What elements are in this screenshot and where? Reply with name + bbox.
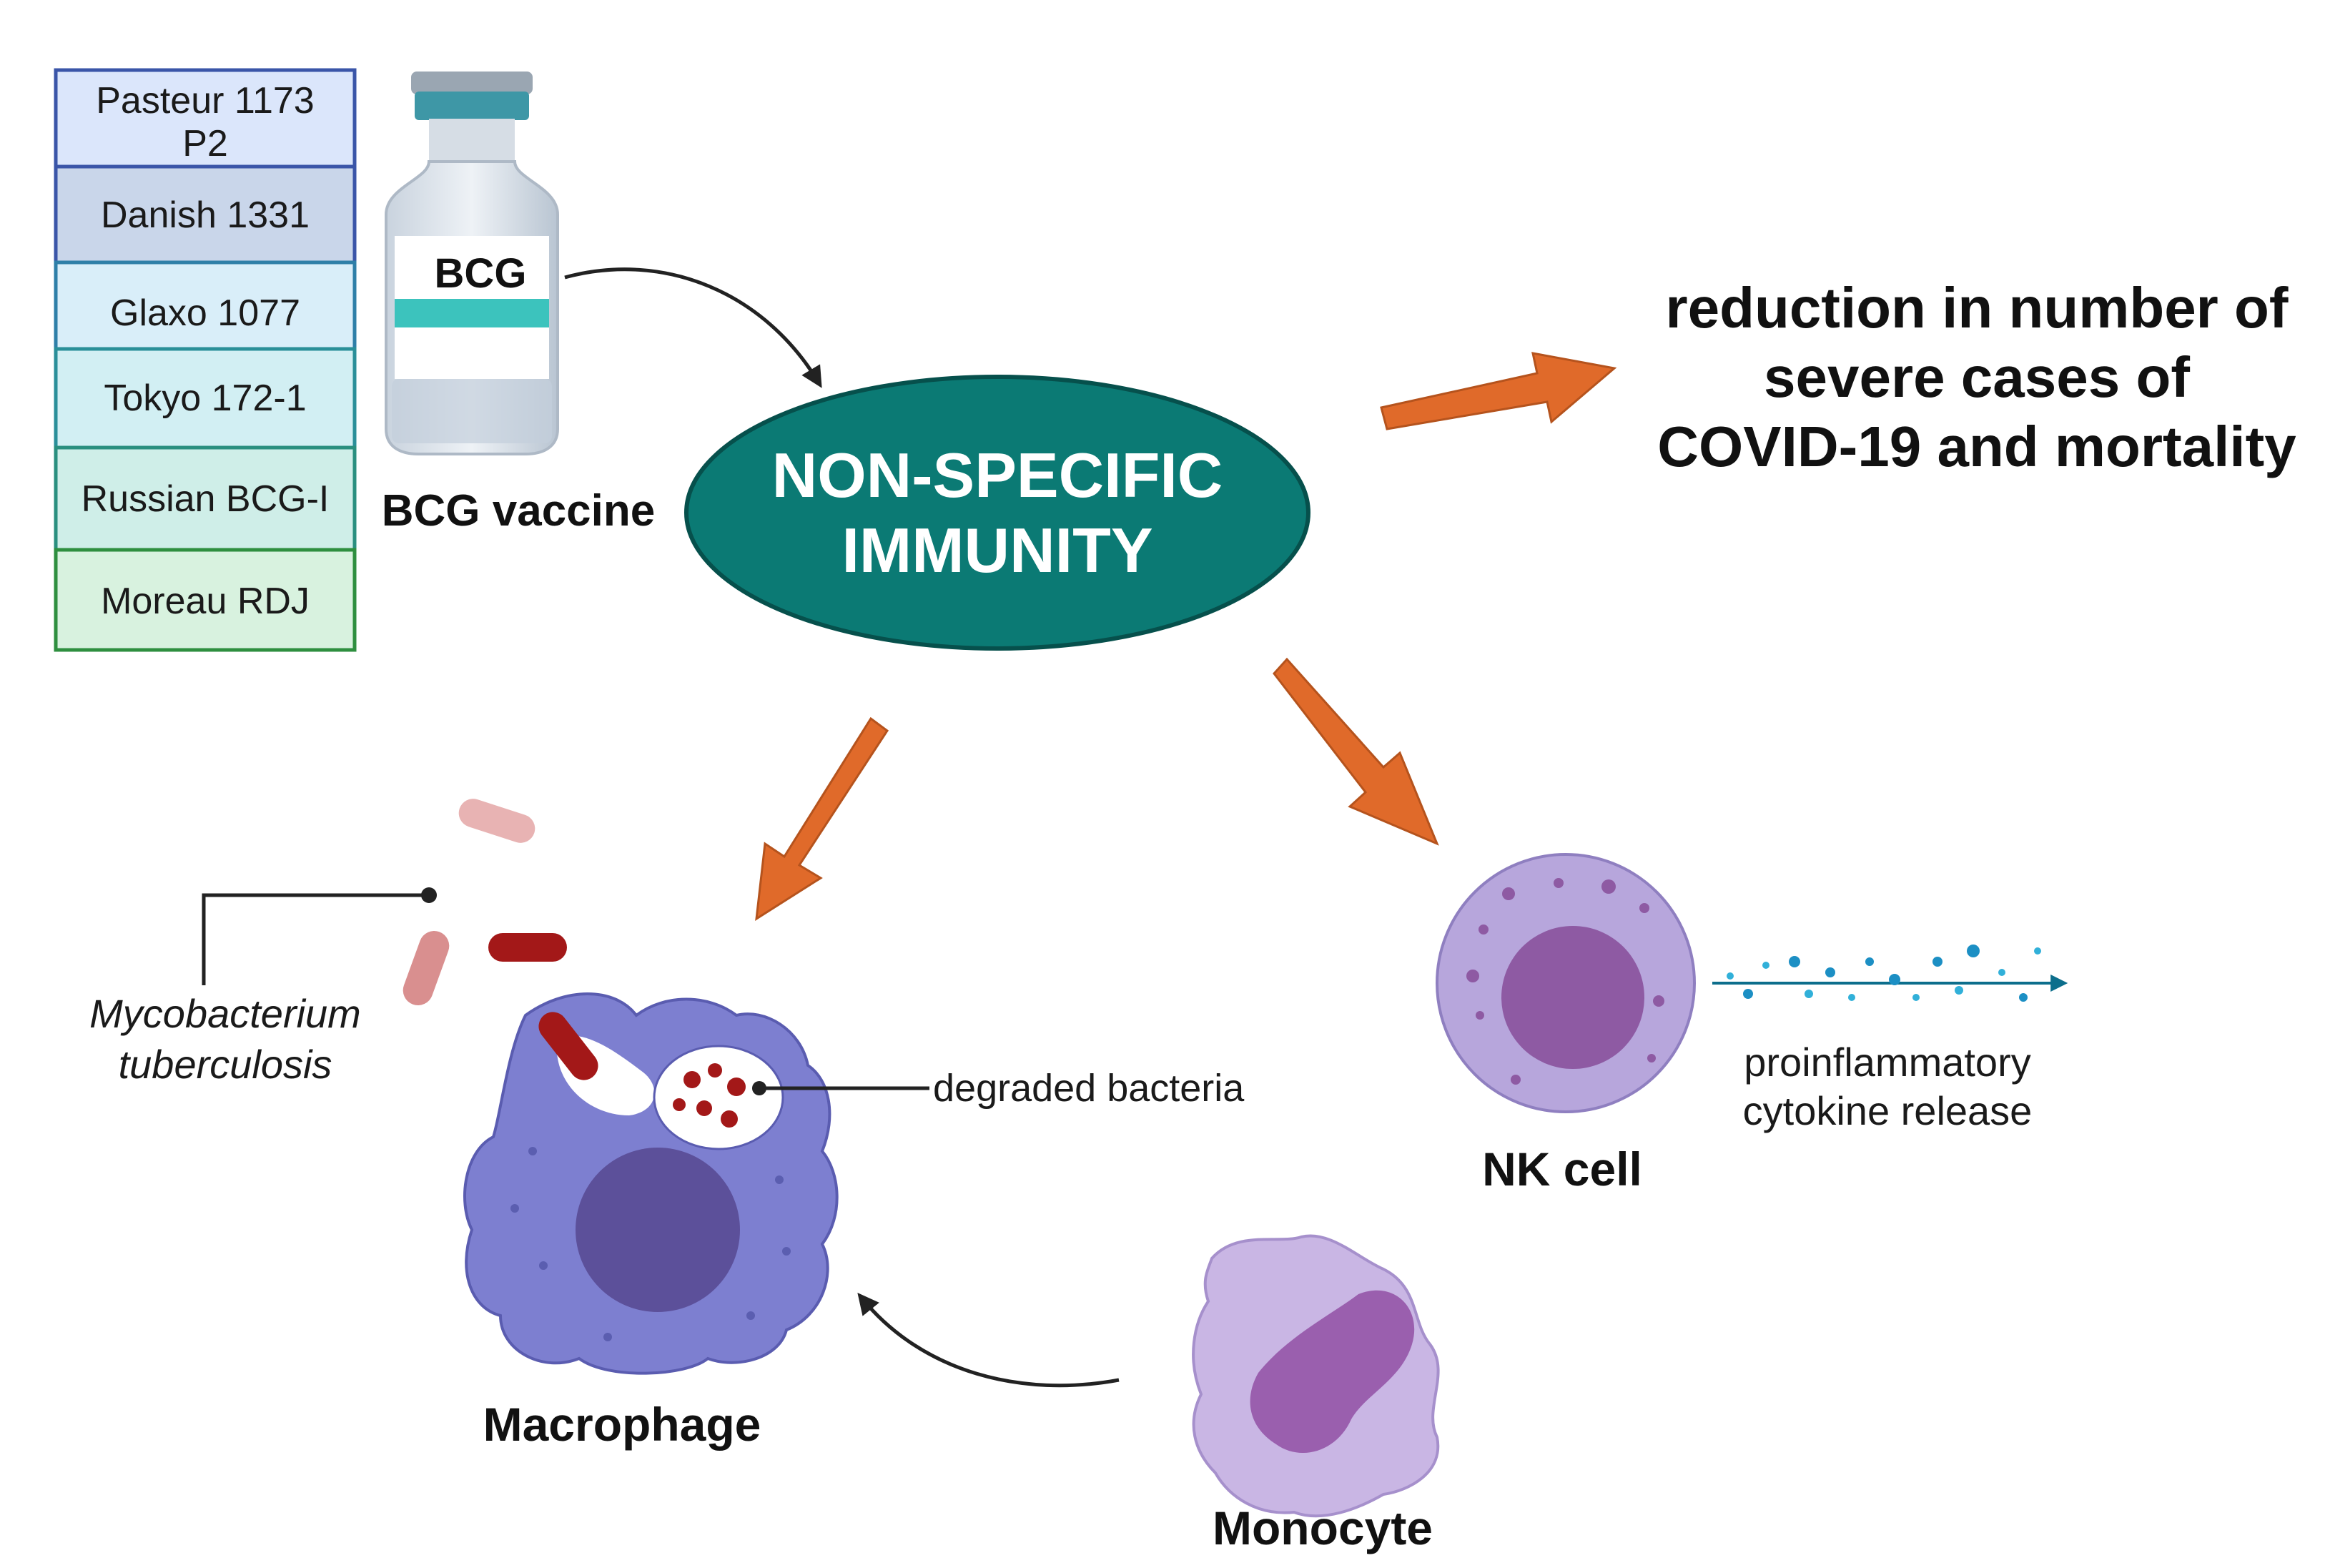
bacteria-leader-line <box>202 893 429 985</box>
nk-cell <box>1436 853 1696 1113</box>
strain-label-line2: P2 <box>182 123 228 164</box>
vial-label: BCG <box>435 250 527 297</box>
strain-item-tokyo: Tokyo 172-1 <box>54 347 357 450</box>
strain-item-moreau: Moreau RDJ <box>54 548 357 652</box>
bacteria-label-line2: tuberculosis <box>119 1042 332 1087</box>
strain-label: Danish 1331 <box>101 194 310 236</box>
macrophage-caption: Macrophage <box>483 1398 761 1451</box>
degraded-label: degraded bacteria <box>933 1067 1245 1110</box>
bacteria-label-line1: Mycobacterium <box>89 991 361 1036</box>
strain-box <box>54 347 357 450</box>
outcome-arrow <box>1380 352 1617 430</box>
immunity-node: NON-SPECIFIC IMMUNITY <box>684 375 1310 651</box>
immunity-title-line2: IMMUNITY <box>841 515 1152 586</box>
nk-cell-arrow <box>1273 657 1439 846</box>
strain-item-pasteur: Pasteur 1173 P2 <box>54 68 357 169</box>
strain-list: Pasteur 1173 P2 Danish 1331 Glaxo 1077 T… <box>54 68 357 652</box>
strain-label: Moreau RDJ <box>101 581 310 622</box>
monocyte-caption: Monocyte <box>1213 1502 1433 1554</box>
strain-label: Tokyo 172-1 <box>104 378 306 419</box>
strain-box <box>54 164 357 265</box>
vaccine-vial-icon: BCG <box>385 72 559 455</box>
monocyte-to-macrophage-arrow <box>857 1293 1120 1388</box>
outcome-line2: severe cases of <box>1764 345 2190 409</box>
strain-label: Glaxo 1077 <box>110 292 300 334</box>
strain-box <box>54 68 357 169</box>
strain-box <box>54 548 357 652</box>
vial-to-immunity-arrow <box>564 267 822 388</box>
cytokine-particles <box>1712 945 2068 1002</box>
cytokine-label-line2: cytokine release <box>1743 1088 2033 1133</box>
strain-label-line1: Pasteur 1173 <box>96 80 314 122</box>
macrophage-cell <box>463 992 839 1375</box>
nk-cell-caption: NK cell <box>1482 1143 1642 1195</box>
strain-label: Russian BCG-I <box>82 478 330 520</box>
strain-item-glaxo: Glaxo 1077 <box>54 260 357 351</box>
outcome-line3: COVID-19 and mortality <box>1657 415 2296 478</box>
cytokine-label-line1: proinflammatory <box>1744 1040 2030 1085</box>
macrophage-arrow <box>755 716 889 921</box>
monocyte-cell <box>1192 1234 1440 1518</box>
immunity-title-line1: NON-SPECIFIC <box>772 440 1223 511</box>
strain-item-russian: Russian BCG-I <box>54 445 357 552</box>
strain-item-danish: Danish 1331 <box>54 164 357 265</box>
vaccine-caption: BCG vaccine <box>382 486 656 536</box>
outcome-line1: reduction in number of <box>1665 276 2288 340</box>
